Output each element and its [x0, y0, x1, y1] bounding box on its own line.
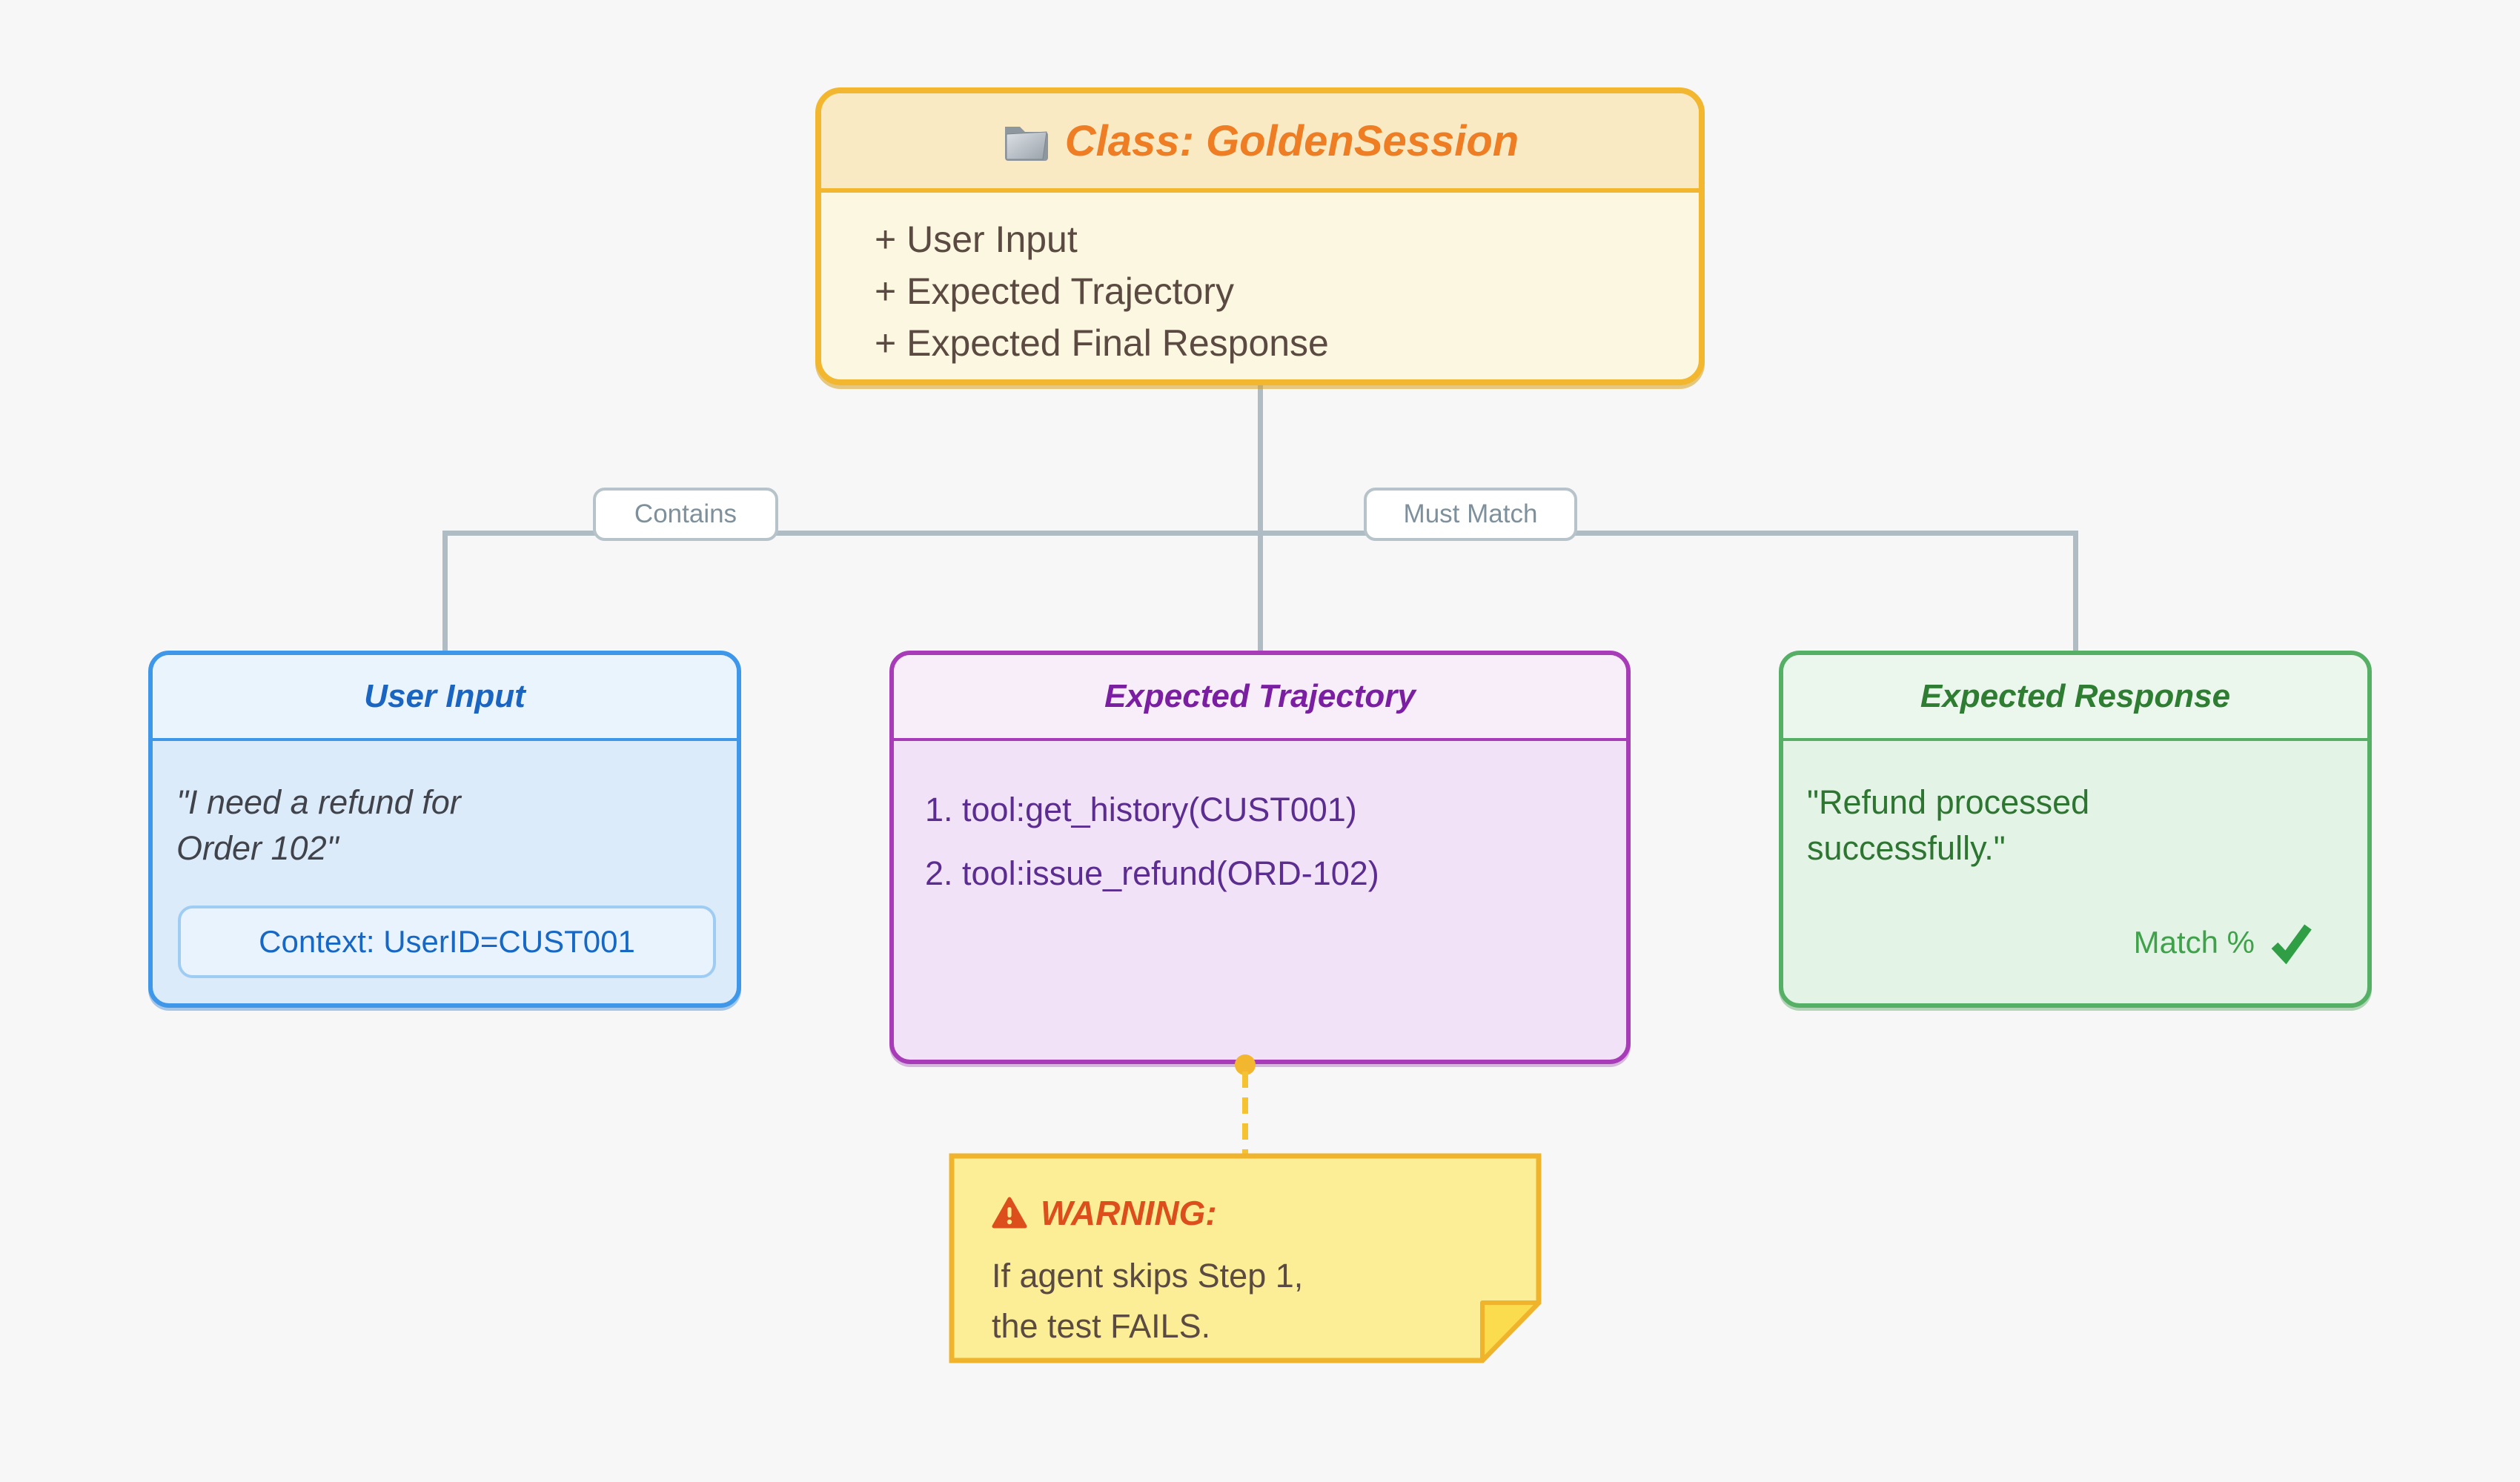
edge-label-must-match-text: Must Match	[1403, 499, 1538, 528]
warning-triangle-icon	[992, 1197, 1027, 1229]
trajectory-step: 2. tool:issue_refund(ORD-102)	[925, 854, 1379, 892]
user-input-quote-line: Order 102"	[176, 829, 339, 867]
expected-trajectory-title: Expected Trajectory	[1104, 678, 1416, 714]
edge-label-contains-text: Contains	[634, 499, 737, 528]
edge-drop-right	[2072, 531, 2078, 651]
warning-note-body: If agent skips Step 1, the test FAILS.	[992, 1251, 1303, 1352]
warning-note-title: WARNING:	[1041, 1194, 1217, 1232]
match-label: Match %	[2133, 925, 2255, 960]
expected-response-quote: "Refund processed successfully."	[1807, 780, 2089, 871]
folder-icon	[1001, 119, 1050, 162]
warning-note	[949, 1153, 1542, 1363]
expected-response-header: Expected Response	[1783, 655, 2367, 741]
class-goldensession-node: Class: GoldenSession	[815, 87, 1705, 385]
class-node-header: Class: GoldenSession	[821, 93, 1699, 193]
edge-rail	[442, 531, 2078, 536]
edge-label-contains: Contains	[593, 488, 778, 541]
class-member: + Expected Trajectory	[875, 270, 1234, 312]
warning-note-title-row: WARNING:	[992, 1193, 1217, 1233]
match-row: Match %	[2075, 916, 2312, 969]
warning-note-line: If agent skips Step 1,	[992, 1257, 1304, 1295]
warning-note-line: the test FAILS.	[992, 1307, 1211, 1345]
context-pill-text: Context: UserID=CUST001	[259, 924, 635, 959]
edge-stem-center	[1257, 385, 1263, 651]
class-members-list: + User Input + Expected Trajectory + Exp…	[875, 213, 1329, 369]
expected-response-title: Expected Response	[1920, 678, 2231, 714]
user-input-header: User Input	[153, 655, 737, 741]
note-shape	[949, 1153, 1542, 1363]
user-input-quote: "I need a refund for Order 102"	[176, 780, 461, 871]
note-dashed-connector	[1242, 1071, 1248, 1154]
trajectory-steps-list: 1. tool:get_history(CUST001) 2. tool:iss…	[925, 778, 1379, 906]
class-node-title: Class: GoldenSession	[1064, 116, 1519, 165]
expected-response-quote-line: successfully."	[1807, 829, 2006, 867]
edge-label-must-match: Must Match	[1364, 488, 1577, 541]
context-pill: Context: UserID=CUST001	[178, 906, 716, 978]
edge-drop-left	[442, 531, 448, 651]
user-input-title: User Input	[364, 678, 525, 714]
expected-trajectory-node: Expected Trajectory	[889, 651, 1631, 1064]
checkmark-icon	[2269, 921, 2312, 964]
class-member: + User Input	[875, 219, 1078, 260]
trajectory-step: 1. tool:get_history(CUST001)	[925, 791, 1357, 828]
expected-trajectory-header: Expected Trajectory	[894, 655, 1626, 741]
expected-response-quote-line: "Refund processed	[1807, 783, 2090, 821]
user-input-quote-line: "I need a refund for	[176, 783, 461, 821]
class-member: + Expected Final Response	[875, 322, 1329, 364]
